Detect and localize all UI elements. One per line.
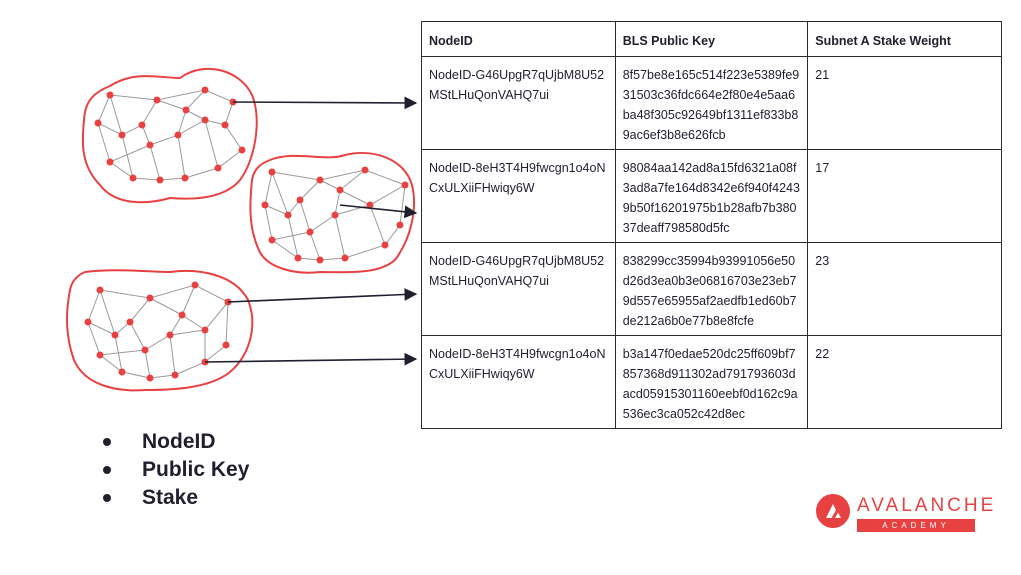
arrow-2 — [339, 204, 418, 219]
stake-cell: 22 — [807, 335, 1002, 429]
logo-wordmark: AVALANCHE — [857, 495, 997, 516]
arrow-3 — [227, 288, 418, 303]
node-id-cell: NodeID-G46UpgR7qUjbM8U52MStLHuQonVAHQ7ui — [421, 56, 616, 150]
stake-cell: 23 — [807, 242, 1002, 336]
subnet-outline-2 — [249, 152, 415, 274]
stake-cell: 21 — [807, 56, 1002, 150]
header-stake-weight: Subnet A Stake Weight — [807, 21, 1002, 57]
validator-table: NodeID BLS Public Key Subnet A Stake Wei… — [421, 21, 1002, 429]
node-id-cell: NodeID-G46UpgR7qUjbM8U52MStLHuQonVAHQ7ui — [421, 242, 616, 336]
bls-key-cell: 838299cc35994b93991056e50d26d3ea0b3e0681… — [614, 242, 809, 336]
table-header-row: NodeID BLS Public Key Subnet A Stake Wei… — [421, 21, 1002, 57]
stake-cell: 17 — [807, 149, 1002, 243]
subnet-outline-3 — [66, 269, 254, 392]
avalanche-academy-logo: AVALANCHE ACADEMY — [815, 490, 993, 535]
bullet-list: NodeID Public Key Stake — [100, 428, 249, 512]
table-row: NodeID-8eH3T4H9fwcgn1o4oNCxULXiiFHwiqy6W… — [421, 335, 1002, 429]
avalanche-logo-icon — [816, 494, 850, 528]
bls-key-cell: b3a147f0edae520dc25ff609bf7857368d911302… — [614, 335, 809, 429]
subnet-outline-1 — [81, 68, 258, 204]
table-row: NodeID-G46UpgR7qUjbM8U52MStLHuQonVAHQ7ui… — [421, 242, 1002, 336]
table-row: NodeID-8eH3T4H9fwcgn1o4oNCxULXiiFHwiqy6W… — [421, 149, 1002, 243]
header-bls-key: BLS Public Key — [614, 21, 809, 57]
bls-key-cell: 98084aa142ad8a15fd6321a08f3ad8a7fe164d83… — [614, 149, 809, 243]
header-nodeid: NodeID — [421, 21, 616, 57]
bullet-item: NodeID — [100, 428, 249, 456]
bullet-item: Stake — [100, 484, 249, 512]
arrow-1 — [232, 96, 418, 110]
logo-badge: ACADEMY — [857, 519, 975, 532]
table-row: NodeID-G46UpgR7qUjbM8U52MStLHuQonVAHQ7ui… — [421, 56, 1002, 150]
bullet-item: Public Key — [100, 456, 249, 484]
node-id-cell: NodeID-8eH3T4H9fwcgn1o4oNCxULXiiFHwiqy6W — [421, 149, 616, 243]
bls-key-cell: 8f57be8e165c514f223e5389fe931503c36fdc66… — [614, 56, 809, 150]
arrow-4 — [204, 352, 418, 366]
node-id-cell: NodeID-8eH3T4H9fwcgn1o4oNCxULXiiFHwiqy6W — [421, 335, 616, 429]
